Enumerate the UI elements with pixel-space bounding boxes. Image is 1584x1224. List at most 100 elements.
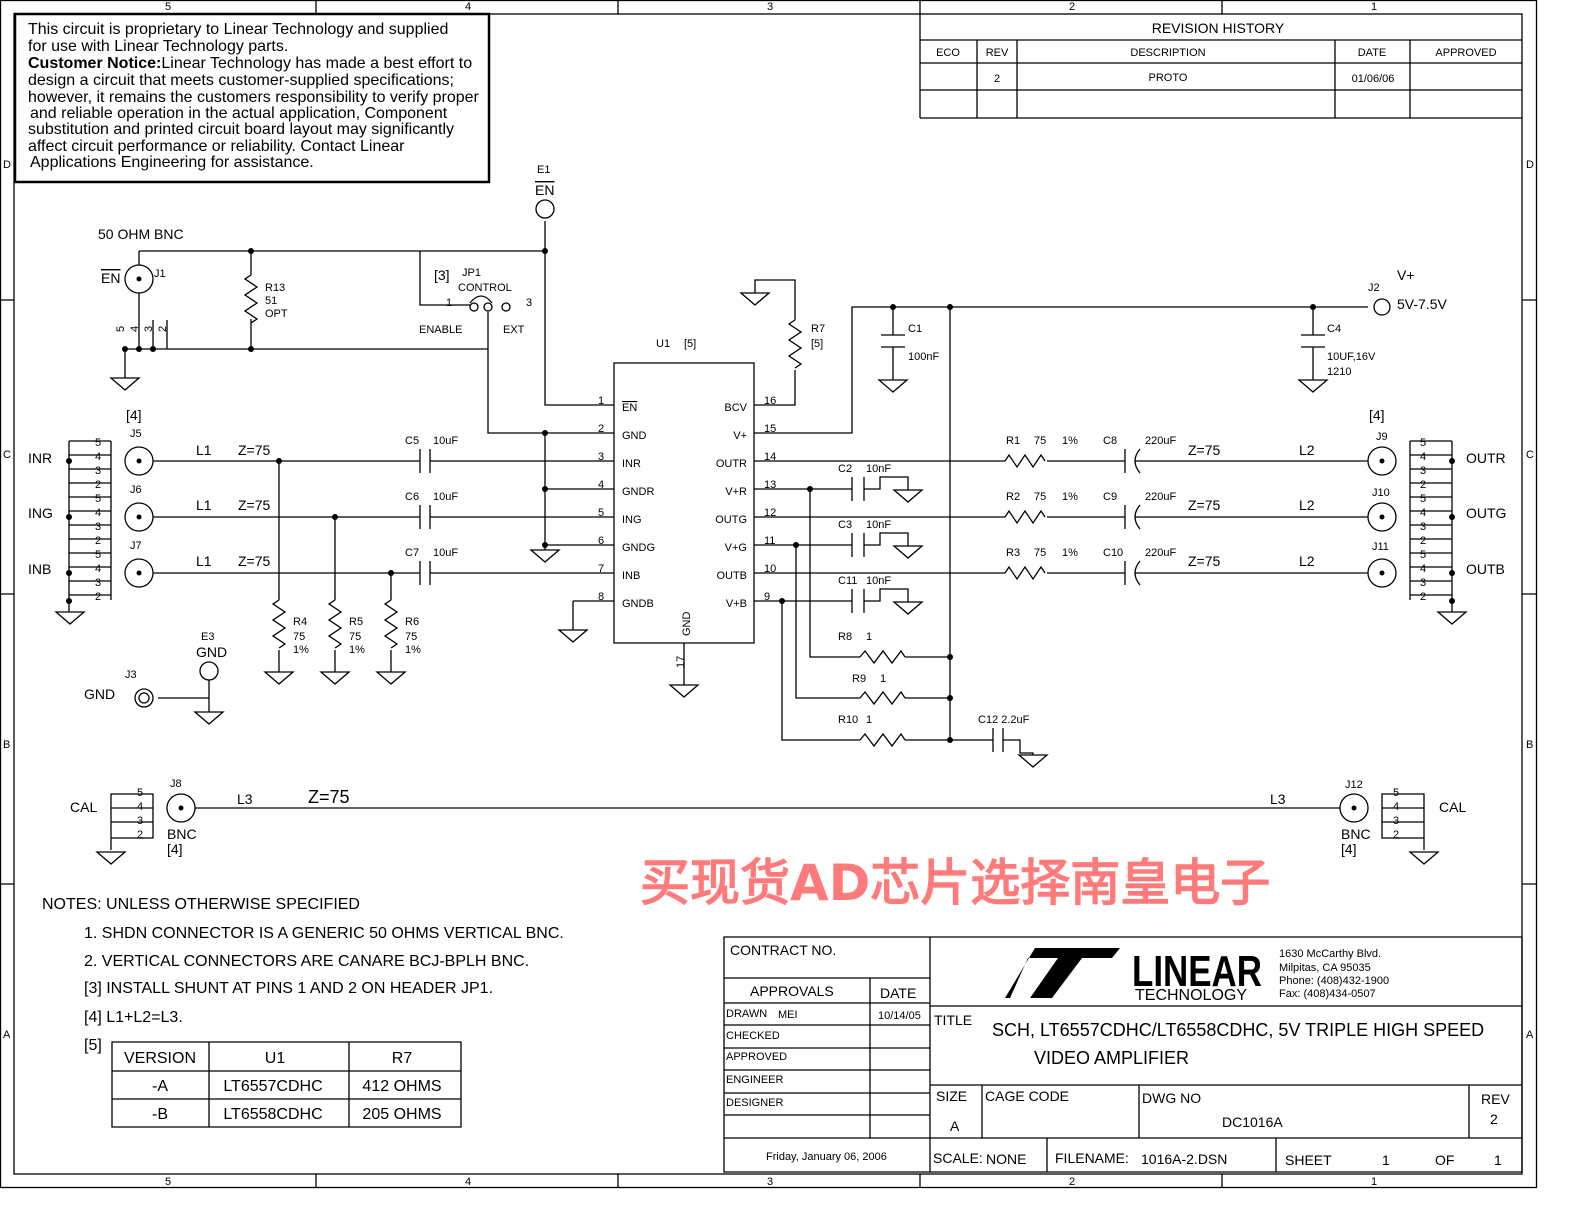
svg-text:A: A	[1526, 1029, 1534, 1041]
svg-text:MEI: MEI	[778, 1009, 798, 1021]
svg-text:U1: U1	[265, 1050, 286, 1067]
svg-text:1: 1	[1382, 1152, 1390, 1168]
svg-text:A: A	[3, 1029, 11, 1041]
svg-text:BNC: BNC	[167, 826, 197, 842]
svg-text:1%: 1%	[1062, 491, 1078, 503]
svg-text:C12 2.2uF: C12 2.2uF	[978, 714, 1030, 726]
svg-text:L1: L1	[196, 442, 212, 458]
svg-text:C10: C10	[1103, 547, 1123, 559]
svg-text:REVISION HISTORY: REVISION HISTORY	[1152, 20, 1285, 36]
connectors	[124, 199, 1397, 823]
svg-text:INB: INB	[28, 561, 51, 577]
svg-text:GND: GND	[681, 612, 693, 637]
svg-text:EN: EN	[101, 270, 120, 286]
svg-text:R2: R2	[1006, 491, 1020, 503]
svg-text:C9: C9	[1103, 491, 1117, 503]
svg-text:R13: R13	[265, 282, 285, 294]
svg-text:7: 7	[598, 563, 604, 575]
svg-text:5: 5	[598, 507, 604, 519]
svg-text:C6: C6	[405, 491, 419, 503]
svg-text:-B: -B	[152, 1106, 168, 1123]
svg-text:10uF: 10uF	[433, 435, 458, 447]
svg-text:J3: J3	[125, 669, 137, 681]
svg-text:L1: L1	[196, 497, 212, 513]
svg-text:75: 75	[349, 631, 361, 643]
junction-dots	[66, 248, 1455, 743]
svg-text:L3: L3	[1270, 791, 1286, 807]
svg-text:Z=75: Z=75	[238, 553, 271, 569]
svg-text:GND: GND	[622, 430, 647, 442]
svg-text:100nF: 100nF	[908, 351, 939, 363]
svg-text:SCALE:: SCALE:	[933, 1150, 983, 1166]
svg-text:5: 5	[95, 493, 101, 505]
svg-text:DATE: DATE	[1358, 47, 1387, 59]
svg-text:4: 4	[465, 1176, 471, 1188]
svg-text:4: 4	[137, 801, 143, 813]
svg-text:10uF: 10uF	[433, 491, 458, 503]
svg-text:3: 3	[767, 1, 773, 13]
svg-text:2: 2	[1393, 829, 1399, 841]
svg-text:however, it remains the custom: however, it remains the customers respon…	[28, 89, 480, 106]
svg-text:4: 4	[1420, 451, 1426, 463]
svg-text:8: 8	[598, 591, 604, 603]
svg-text:C5: C5	[405, 435, 419, 447]
svg-text:Z=75: Z=75	[238, 497, 271, 513]
input-caps	[419, 449, 431, 585]
svg-text:R9: R9	[852, 673, 866, 685]
svg-text:E3: E3	[201, 631, 214, 643]
svg-text:OUTG: OUTG	[1466, 505, 1506, 521]
decoupling-caps	[851, 477, 865, 613]
svg-text:Z=75: Z=75	[1188, 497, 1221, 513]
svg-text:3: 3	[1420, 577, 1426, 589]
svg-text:J2: J2	[1368, 282, 1380, 294]
svg-text:DESCRIPTION: DESCRIPTION	[1130, 47, 1205, 59]
svg-text:10: 10	[764, 563, 776, 575]
svg-text:17: 17	[675, 656, 687, 668]
svg-text:75: 75	[405, 631, 417, 643]
svg-text:5: 5	[95, 437, 101, 449]
svg-text:D: D	[1526, 159, 1534, 171]
svg-text:12: 12	[764, 507, 776, 519]
svg-text:OUTR: OUTR	[1466, 450, 1506, 466]
svg-text:VERSION: VERSION	[124, 1050, 196, 1067]
svg-text:2: 2	[1490, 1111, 1498, 1127]
svg-text:substitution and printed circu: substitution and printed circuit board l…	[28, 121, 454, 138]
svg-text:J6: J6	[130, 484, 142, 496]
svg-text:75: 75	[1034, 547, 1046, 559]
svg-text:Friday, January 06, 2006: Friday, January 06, 2006	[766, 1151, 887, 1163]
svg-text:J9: J9	[1376, 431, 1388, 443]
svg-text:GND: GND	[84, 686, 115, 702]
svg-text:10/14/05: 10/14/05	[878, 1010, 921, 1022]
svg-text:ENGINEER: ENGINEER	[726, 1074, 784, 1086]
svg-text:R1: R1	[1006, 435, 1020, 447]
svg-text:[4]: [4]	[126, 407, 142, 423]
svg-text:INR: INR	[28, 450, 52, 466]
svg-text:2: 2	[95, 591, 101, 603]
svg-text:5: 5	[95, 549, 101, 561]
svg-text:L2: L2	[1299, 442, 1315, 458]
svg-text:EN: EN	[535, 182, 554, 198]
svg-text:A: A	[950, 1118, 960, 1134]
svg-text:V+: V+	[1397, 267, 1415, 283]
svg-text:CAGE CODE: CAGE CODE	[985, 1088, 1069, 1104]
svg-text:2: 2	[1069, 1, 1075, 13]
svg-text:Z=75: Z=75	[1188, 442, 1221, 458]
resistor-r10	[859, 732, 906, 748]
svg-text:V+: V+	[733, 430, 747, 442]
svg-text:1%: 1%	[1062, 547, 1078, 559]
svg-text:TECHNOLOGY: TECHNOLOGY	[1135, 987, 1247, 1004]
svg-text:4: 4	[1393, 801, 1399, 813]
svg-text:2: 2	[598, 423, 604, 435]
svg-text:10nF: 10nF	[866, 519, 891, 531]
ground-symbols	[54, 292, 1468, 865]
svg-text:FILENAME:: FILENAME:	[1055, 1150, 1129, 1166]
svg-text:GNDR: GNDR	[622, 486, 654, 498]
svg-text:EXT: EXT	[503, 324, 525, 336]
svg-text:Z=75: Z=75	[1188, 553, 1221, 569]
svg-text:J12: J12	[1345, 779, 1363, 791]
svg-text:design a circuit that meets cu: design a circuit that meets customer-sup…	[28, 72, 454, 89]
zone-ticks	[0, 0, 1537, 1188]
